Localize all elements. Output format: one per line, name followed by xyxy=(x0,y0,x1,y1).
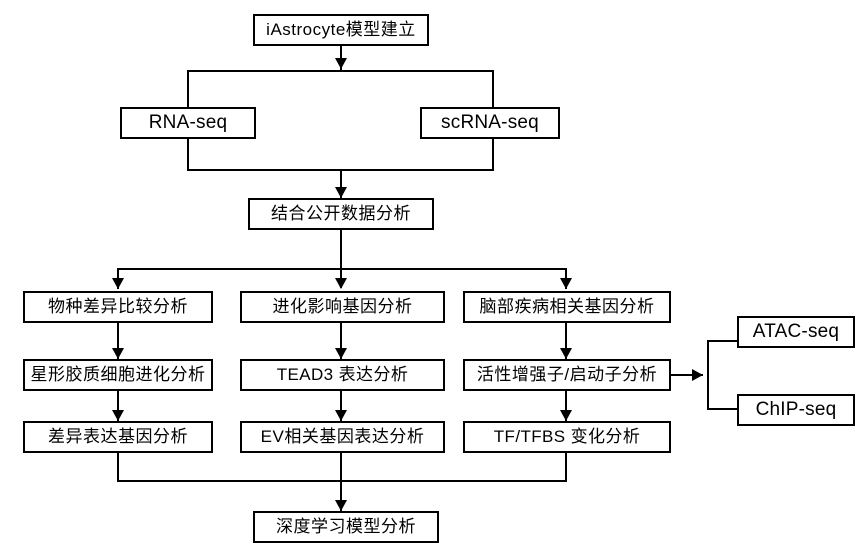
arrow-col2-r2-r3 xyxy=(335,410,347,421)
connector-merge-down xyxy=(340,169,342,198)
node-col2-row1[interactable]: 进化影响基因分析 xyxy=(240,291,445,323)
node-atac-seq[interactable]: ATAC-seq xyxy=(737,316,855,348)
arrow-bottom-down xyxy=(335,500,347,511)
connector-split-left-down xyxy=(187,70,189,109)
arrow-col3-r1-r2 xyxy=(560,348,572,359)
connector-branch-to-atac xyxy=(707,340,739,342)
arrow-root-down xyxy=(335,58,347,69)
node-scrna-seq[interactable]: scRNA-seq xyxy=(420,107,560,139)
node-public-data-label: 结合公开数据分析 xyxy=(271,203,411,223)
node-chip-seq[interactable]: ChIP-seq xyxy=(737,394,855,426)
node-col3-row3-label: TF/TFBS 变化分析 xyxy=(493,426,641,446)
node-col1-row3-label: 差异表达基因分析 xyxy=(48,426,188,446)
arrow-three-way-right xyxy=(560,278,572,289)
node-col1-row3[interactable]: 差异表达基因分析 xyxy=(23,421,213,453)
node-col1-row2[interactable]: 星形胶质细胞进化分析 xyxy=(23,359,213,391)
connector-col3-r2-r3 xyxy=(565,391,567,421)
node-col3-row2[interactable]: 活性增强子/启动子分析 xyxy=(463,359,671,391)
node-col3-row1[interactable]: 脑部疾病相关基因分析 xyxy=(463,291,671,323)
node-col2-row2[interactable]: TEAD3 表达分析 xyxy=(240,359,445,391)
node-col3-row3[interactable]: TF/TFBS 变化分析 xyxy=(463,421,671,453)
connector-merge-right-down xyxy=(492,139,494,171)
node-col2-row3-label: EV相关基因表达分析 xyxy=(260,426,425,446)
node-col3-row1-label: 脑部疾病相关基因分析 xyxy=(479,296,655,316)
connector-branch-trunk xyxy=(707,340,709,410)
arrow-col3-r2-r3 xyxy=(560,410,572,421)
connector-col3-r1-r2 xyxy=(565,323,567,359)
node-col2-row3[interactable]: EV相关基因表达分析 xyxy=(240,421,445,453)
node-scrna-seq-label: scRNA-seq xyxy=(441,111,539,133)
arrow-col1-r2-r3 xyxy=(112,410,124,421)
connector-col1-down-bottom xyxy=(117,453,119,482)
node-col1-row2-label: 星形胶质细胞进化分析 xyxy=(30,364,206,384)
connector-merge-left-down xyxy=(187,139,189,171)
connector-split-bar-top xyxy=(187,70,494,72)
node-bottom-label: 深度学习模型分析 xyxy=(276,516,416,536)
node-col1-row1[interactable]: 物种差异比较分析 xyxy=(23,291,213,323)
connector-split-right-down xyxy=(492,70,494,109)
node-root[interactable]: iAstrocyte模型建立 xyxy=(253,14,429,46)
connector-col2-r1-r2 xyxy=(340,323,342,359)
node-col2-row1-label: 进化影响基因分析 xyxy=(272,296,413,316)
arrow-col1-r1-r2 xyxy=(112,348,124,359)
connector-col3-down-bottom xyxy=(565,453,567,482)
node-rna-seq[interactable]: RNA-seq xyxy=(120,107,256,139)
connector-col1-r2-r3 xyxy=(117,391,119,421)
node-atac-seq-label: ATAC-seq xyxy=(752,320,840,342)
connector-col2-r2-r3 xyxy=(340,391,342,421)
arrow-merge-down xyxy=(335,187,347,198)
connector-bottom-down xyxy=(340,480,342,511)
node-col3-row2-label: 活性增强子/启动子分析 xyxy=(476,364,658,384)
arrow-public-center xyxy=(335,278,347,289)
connector-bottom-merge-bar xyxy=(117,480,567,482)
node-col2-row2-label: TEAD3 表达分析 xyxy=(276,364,409,384)
connector-col2-down-bottom xyxy=(340,453,342,482)
connector-three-way-bar xyxy=(117,268,567,270)
node-public-data[interactable]: 结合公开数据分析 xyxy=(248,198,434,230)
connector-col3r2-to-branch xyxy=(671,374,703,376)
connector-col1-r1-r2 xyxy=(117,323,119,359)
node-root-label: iAstrocyte模型建立 xyxy=(266,19,416,39)
connector-public-down xyxy=(340,230,342,288)
arrow-col2-r1-r2 xyxy=(335,348,347,359)
node-col1-row1-label: 物种差异比较分析 xyxy=(48,296,188,316)
arrow-col3r2-to-branch xyxy=(692,369,703,381)
node-rna-seq-label: RNA-seq xyxy=(148,111,228,133)
node-chip-seq-label: ChIP-seq xyxy=(755,398,837,420)
arrow-three-way-left xyxy=(112,278,124,289)
node-bottom[interactable]: 深度学习模型分析 xyxy=(253,511,439,543)
connector-branch-to-chip xyxy=(707,408,739,410)
